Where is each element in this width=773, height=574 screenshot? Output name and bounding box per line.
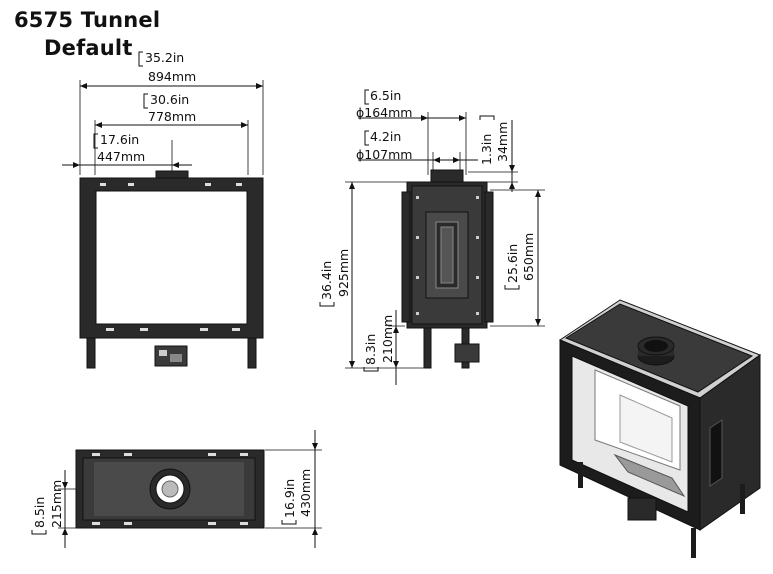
dim-body-height-mm: 650mm bbox=[521, 233, 536, 281]
dim-total-height-mm: 925mm bbox=[336, 249, 351, 297]
dim-leg-height-in: 8.3in bbox=[363, 334, 378, 365]
dim-top-center-mm: 215mm bbox=[49, 480, 64, 528]
dim-depth-in: 16.9in bbox=[282, 479, 297, 518]
dimension-opening-width: 30.6in 778mm bbox=[95, 92, 248, 128]
dim-total-width-mm: 894mm bbox=[148, 69, 196, 84]
front-glass bbox=[95, 190, 248, 325]
dim-collar-in: 1.3in bbox=[479, 134, 494, 165]
dimension-flue-inner: 4.2in ϕ107mm bbox=[356, 129, 478, 163]
front-view: 35.2in 894mm 30.6in 778mm 17.6in 447mm bbox=[62, 50, 264, 369]
dim-top-center-in: 8.5in bbox=[32, 497, 47, 528]
isometric-view bbox=[558, 299, 762, 558]
dim-depth-mm: 430mm bbox=[298, 469, 313, 517]
dimension-body-height: 25.6in 650mm bbox=[490, 189, 545, 327]
dim-total-width-in: 35.2in bbox=[145, 50, 184, 65]
dimension-total-height: 36.4in 925mm bbox=[319, 181, 430, 369]
dimension-flue-outer: 6.5in ϕ164mm bbox=[356, 88, 466, 121]
top-view: 16.9in 430mm 8.5in 215mm bbox=[31, 430, 322, 548]
dim-flue-outer-in: 6.5in bbox=[370, 88, 401, 103]
dimension-top-center: 8.5in 215mm bbox=[31, 470, 80, 548]
dim-flue-inner-mm: ϕ107mm bbox=[356, 147, 412, 162]
dim-center-offset-in: 17.6in bbox=[100, 132, 139, 147]
dimension-collar-height: 1.3in 34mm bbox=[468, 115, 518, 192]
dim-flue-inner-in: 4.2in bbox=[370, 129, 401, 144]
side-view: 6.5in ϕ164mm 4.2in ϕ107mm 1.3in 34mm bbox=[319, 88, 545, 385]
dim-center-offset-mm: 447mm bbox=[97, 149, 145, 164]
drawing-title: 6575 Tunnel bbox=[14, 8, 161, 32]
dim-body-height-in: 25.6in bbox=[505, 244, 520, 283]
dim-opening-width-in: 30.6in bbox=[150, 92, 189, 107]
drawing-subtitle: Default bbox=[44, 36, 133, 60]
dim-total-height-in: 36.4in bbox=[319, 261, 334, 300]
dim-leg-height-mm: 210mm bbox=[380, 315, 395, 363]
dim-opening-width-mm: 778mm bbox=[148, 109, 196, 124]
dim-collar-mm: 34mm bbox=[495, 122, 510, 162]
dimension-center-offset: 17.6in 447mm bbox=[62, 132, 192, 175]
dimension-total-width: 35.2in 894mm bbox=[80, 50, 263, 89]
dimension-depth: 16.9in 430mm bbox=[265, 430, 322, 548]
dim-flue-outer-mm: ϕ164mm bbox=[356, 105, 412, 120]
dimension-leg-height: 8.3in 210mm bbox=[363, 310, 405, 385]
